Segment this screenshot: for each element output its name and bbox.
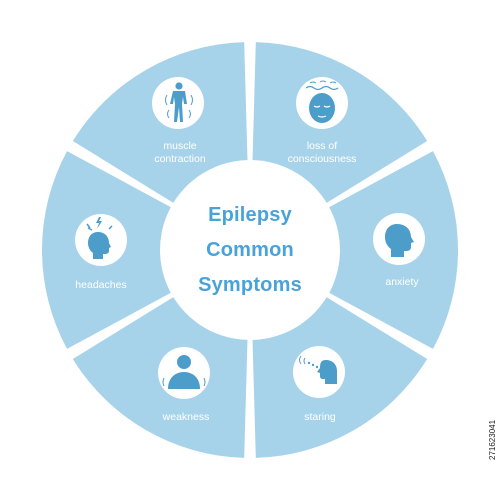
weakness-icon-badge bbox=[158, 347, 210, 399]
title-line-1: Epilepsy bbox=[208, 204, 293, 226]
dizzy-face-icon bbox=[305, 80, 339, 123]
weakness-label: weakness bbox=[162, 411, 210, 423]
segment-consciousness bbox=[250, 151, 459, 349]
headaches-label: headaches bbox=[75, 279, 126, 291]
staring-head-icon bbox=[299, 355, 337, 384]
consciousness-label-line-2: consciousness bbox=[288, 153, 357, 165]
body-contraction-icon bbox=[165, 82, 193, 122]
head-pain-icon bbox=[86, 217, 113, 259]
segment-weakness bbox=[41, 151, 250, 349]
head-profile-icon bbox=[385, 224, 414, 257]
consciousness-label-line-1: loss of bbox=[307, 140, 337, 152]
anxiety-icon-badge bbox=[373, 213, 425, 265]
muscle-label-line-1: muscle bbox=[163, 140, 196, 152]
consciousness-icon-badge bbox=[296, 77, 348, 129]
title-line-3: Symptoms bbox=[198, 274, 302, 296]
stock-id: 271623041 bbox=[488, 419, 497, 461]
center-circle bbox=[160, 160, 340, 340]
staring-icon-badge bbox=[293, 346, 345, 398]
person-bust-icon bbox=[162, 355, 206, 389]
muscle-label-line-2: contraction bbox=[154, 153, 206, 165]
headaches-icon-badge bbox=[75, 214, 127, 266]
title-line-2: Common bbox=[206, 239, 294, 261]
staring-label: staring bbox=[304, 411, 336, 423]
anxiety-label: anxiety bbox=[385, 276, 419, 288]
muscle-icon-badge bbox=[152, 77, 204, 129]
